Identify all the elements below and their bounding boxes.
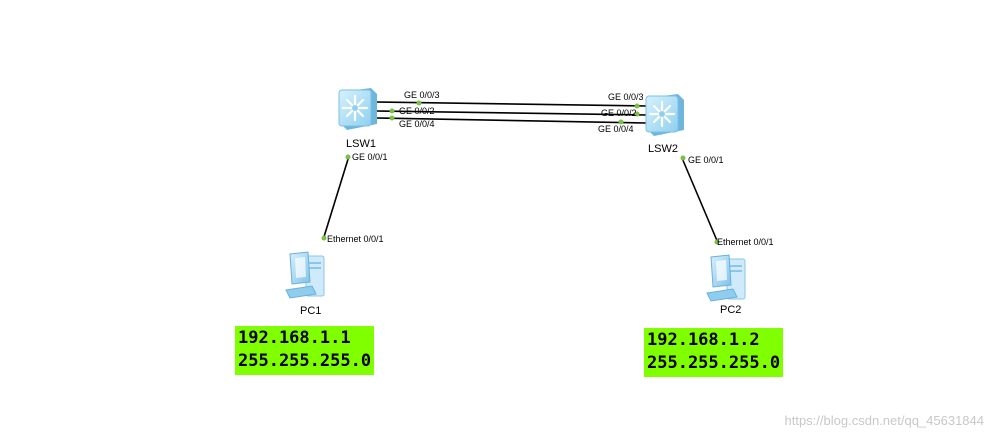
pc-icon[interactable]	[706, 254, 746, 302]
pc1-ip-box: 192.168.1.1 255.255.255.0	[235, 326, 375, 375]
pc2-port-label: Ethernet 0/0/1	[717, 237, 774, 247]
lsw2-port-ge3-label: GE 0/0/3	[608, 92, 644, 102]
port-dot	[634, 103, 640, 109]
pc2-label: PC2	[720, 304, 741, 316]
pc1-label: PC1	[300, 305, 321, 317]
port-dot	[634, 111, 640, 117]
pc1-subnet-mask: 255.255.255.0	[238, 351, 372, 371]
pc1-port-label: Ethernet 0/0/1	[327, 234, 384, 244]
links	[322, 101, 719, 244]
pc-icon[interactable]	[285, 251, 325, 299]
lsw1-port-ge3-label: GE 0/0/3	[404, 90, 440, 100]
link-lsw1-pc1[interactable]	[322, 155, 350, 241]
link-lsw2-pc2[interactable]	[681, 157, 719, 244]
port-dot	[389, 115, 395, 121]
lsw1-port-ge4-label: GE 0/0/4	[399, 119, 435, 129]
watermark: https://blog.csdn.net/qq_45631844	[784, 413, 985, 428]
port-dot	[416, 100, 422, 106]
lsw2-port-ge2-label: GE 0/0/2	[601, 108, 637, 118]
lsw2-label: LSW2	[648, 143, 678, 155]
l3-switch-icon[interactable]	[338, 88, 377, 130]
port-dot	[618, 119, 624, 125]
port-dot	[680, 155, 686, 161]
lsw1-port-ge2-label: GE 0/0/2	[399, 106, 435, 116]
pc2-ip-address: 192.168.1.2	[647, 330, 760, 350]
pc1-ip-address: 192.168.1.1	[238, 328, 351, 348]
lsw2-port-ge4-label: GE 0/0/4	[598, 124, 634, 134]
link-lsw1-lsw2-ge2[interactable]	[375, 110, 647, 116]
port-dot	[345, 154, 351, 160]
link-lsw1-lsw2-ge4[interactable]	[375, 117, 647, 124]
pc2-subnet-mask: 255.255.255.0	[647, 353, 781, 373]
lsw1-label: LSW1	[346, 138, 376, 150]
l3-switch-icon[interactable]	[645, 94, 684, 136]
lsw1-port-ge1-label: GE 0/0/1	[352, 152, 388, 162]
port-dots	[321, 100, 720, 245]
port-dot	[714, 239, 720, 245]
lsw2-port-ge1-label: GE 0/0/1	[688, 155, 724, 165]
port-dot	[389, 108, 395, 114]
pc2-ip-box: 192.168.1.2 255.255.255.0	[644, 328, 784, 377]
port-dot	[321, 235, 327, 241]
